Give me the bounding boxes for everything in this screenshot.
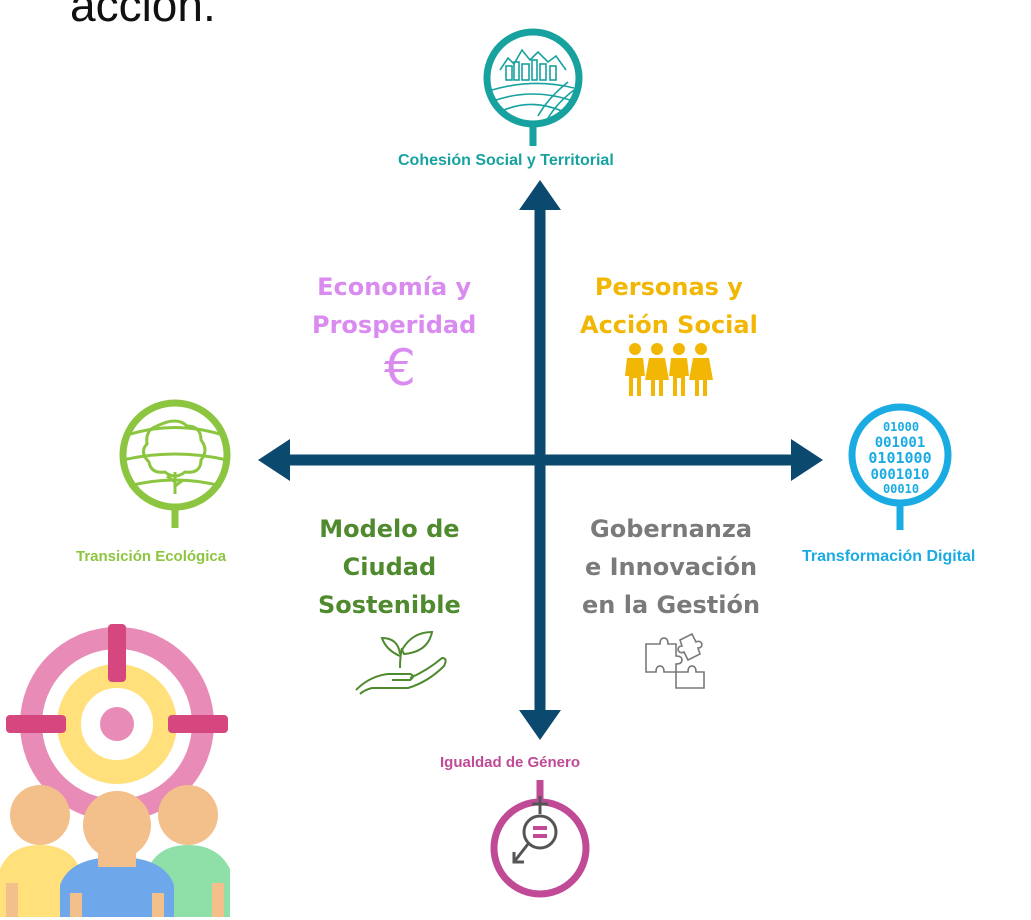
quadrant-label-people: Personas y Acción Social [580,268,758,344]
quadrant-label-sustainable-city: Modelo de Ciudad Sostenible [318,510,461,624]
axis-label-right: Transformación Digital [802,548,976,565]
svg-text:00010: 00010 [883,482,919,496]
quadrant-line: Economía y [317,273,472,301]
page-heading: acción. [70,0,216,31]
landscape-city-icon [483,28,583,146]
axis-label-top: Cohesión Social y Territorial [398,152,614,169]
gender-equality-icon [490,780,590,898]
euro-icon: € [384,339,416,397]
quadrant-line: en la Gestión [582,591,761,619]
quadrant-line: e Innovación [584,553,758,581]
axis-label-bottom: Igualdad de Género [440,754,581,771]
quadrant-label-economy: Economía y Prosperidad [312,268,476,344]
plant-hand-icon [355,630,447,695]
target-team-icon [0,624,230,917]
quadrant-line: Modelo de [319,515,460,543]
quadrant-line: Gobernanza [590,515,753,543]
quadrant-line: Personas y [594,273,743,301]
svg-text:001001: 001001 [875,435,926,451]
svg-text:0101000: 0101000 [868,449,931,467]
people-icon [625,343,713,396]
puzzle-icon [645,632,705,689]
svg-text:01000: 01000 [883,420,919,434]
quadrant-line: Ciudad [342,553,437,581]
svg-text:0001010: 0001010 [870,467,929,483]
quadrant-line: Prosperidad [312,311,477,339]
tree-globe-icon [119,399,231,528]
binary-globe-icon: 01000 001001 0101000 0001010 00010 [848,403,952,530]
quadrant-label-governance: Gobernanza e Innovación en la Gestión [582,510,760,624]
quadrant-line: Sostenible [318,591,461,619]
quadrant-line: Acción Social [580,311,758,339]
axis-label-left: Transición Ecológica [76,548,227,565]
